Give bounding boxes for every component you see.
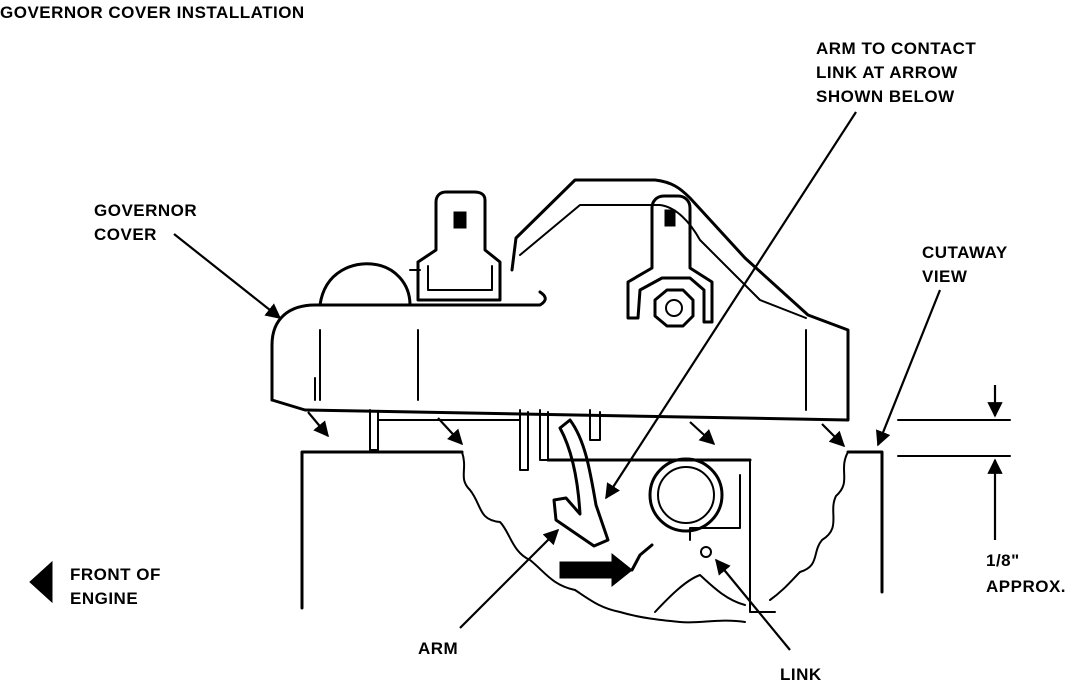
label-cutaway-1: CUTAWAY — [922, 243, 1008, 262]
label-gap-2: APPROX. — [986, 577, 1067, 596]
label-governor-cover-1: GOVERNOR — [94, 201, 198, 220]
label-gap-1: 1/8" — [986, 551, 1020, 570]
left-arrow-icon — [29, 560, 53, 604]
governor-arm — [552, 418, 610, 548]
label-front-2: ENGINE — [70, 589, 139, 608]
label-arm-contact-1: ARM TO CONTACT — [816, 39, 977, 58]
label-link: LINK — [780, 665, 822, 684]
label-cutaway-2: VIEW — [922, 267, 968, 286]
gap-dimension — [897, 385, 1011, 540]
leader-lines — [173, 111, 942, 651]
label-arm: ARM — [418, 639, 459, 658]
label-governor-cover-2: COVER — [94, 225, 157, 244]
left-terminal — [416, 190, 502, 302]
diagram-title: GOVERNOR COVER INSTALLATION — [0, 3, 305, 22]
label-arm-contact-2: LINK AT ARROW — [816, 63, 958, 82]
installation-arrows — [307, 411, 846, 448]
governor-link — [559, 543, 712, 588]
governor-cover — [270, 178, 850, 471]
engine-block — [300, 450, 884, 624]
right-terminal — [626, 194, 714, 328]
cylinder-bore — [648, 457, 724, 533]
label-arm-contact-3: SHOWN BELOW — [816, 87, 955, 106]
label-front-1: FRONT OF — [70, 565, 161, 584]
